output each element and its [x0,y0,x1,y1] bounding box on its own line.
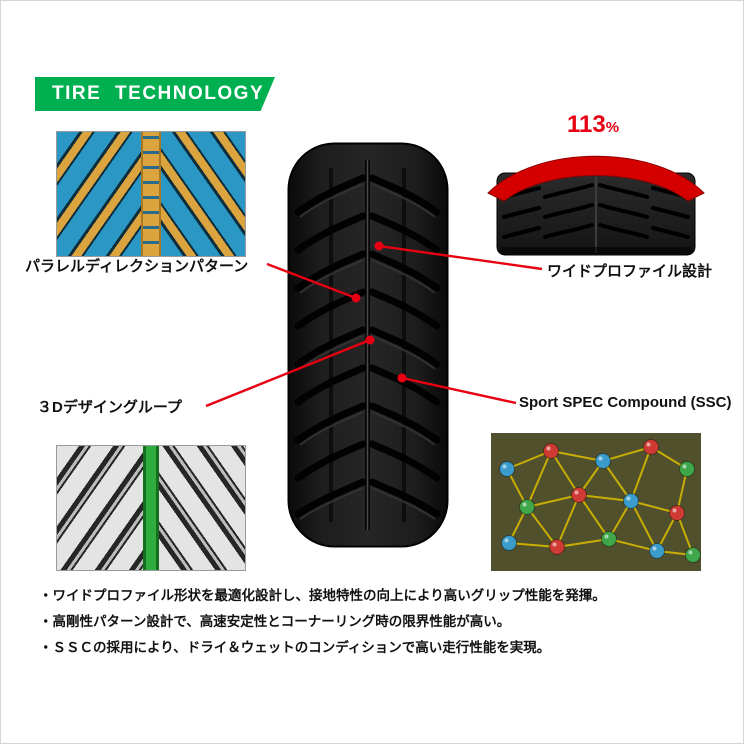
wide-profile-image [487,155,705,256]
tread-blocks-right [159,446,245,570]
callout-3d-design-groove: ３Dデザイングループ [37,399,182,416]
design3d-groove-image [56,445,246,571]
tread-blocks-left [57,446,143,570]
percent-unit: % [605,119,620,136]
banner-title: TIRE TECHNOLOGY [52,83,265,104]
percent-value: 113 [567,111,606,138]
bullet-ssc: ・ＳＳＣの採用により、ドライ＆ウェットのコンディションで高い走行性能を実現。 [39,640,551,655]
bullet-rigid-pattern: ・高剛性パターン設計で、高速安定性とコーナーリング時の限界性能が高い。 [39,614,511,629]
parallel-pattern-image [56,131,246,257]
callout-sport-spec-compound: Sport SPEC Compound (SSC) [519,394,732,411]
tire-front-view-image [287,142,449,548]
tread-center-stripe [141,132,161,256]
tread-blocks-right [161,132,245,256]
green-groove-stripe [143,446,159,570]
section-banner: TIRE TECHNOLOGY [35,77,275,111]
callout-parallel-direction-pattern: パラレルディレクションパターン [25,258,249,275]
wide-profile-arc [487,155,705,202]
callout-wide-profile-design: ワイドプロファイル設計 [547,263,713,280]
feature-bullet-list: ・ワイドプロファイル形状を最適化設計し、接地特性の向上により高いグリップ性能を発… [39,583,719,661]
tread-blocks-left [57,132,141,256]
bullet-wide-profile: ・ワイドプロファイル形状を最適化設計し、接地特性の向上により高いグリップ性能を発… [39,588,606,603]
ssc-compound-molecule-image [491,433,701,571]
profile-percent-label: 113% [567,111,619,139]
